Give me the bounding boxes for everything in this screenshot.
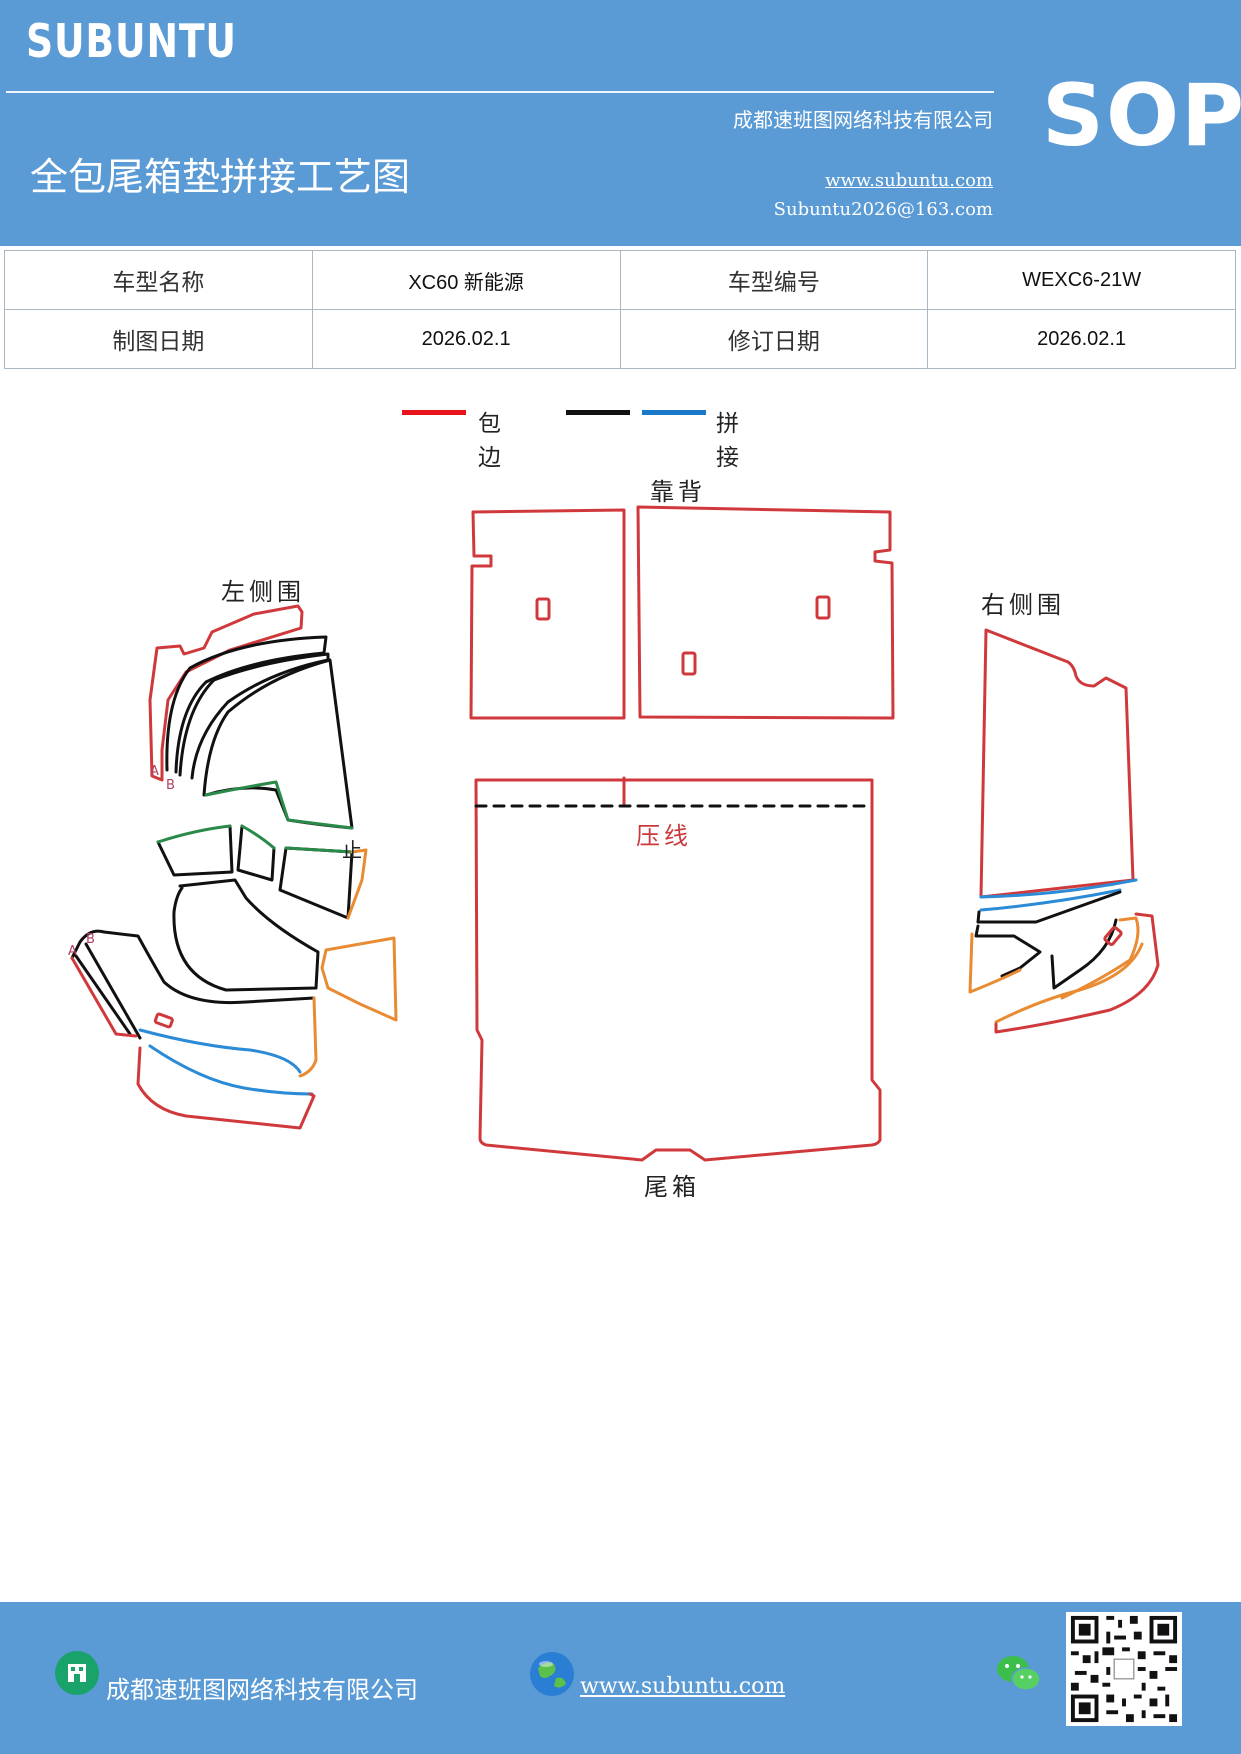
mark-a-upper: A <box>150 764 159 779</box>
right-side-seam-black-3 <box>1050 918 1118 990</box>
footer-website-link[interactable]: www.subuntu.com <box>580 1674 786 1699</box>
right-side-slot <box>1103 925 1123 947</box>
legend-swatch-red <box>402 410 466 415</box>
mark-b-upper: B <box>166 778 175 793</box>
backrest-right-panel <box>636 505 895 720</box>
left-side-black-arc <box>165 635 328 774</box>
left-side-label: 左侧围 <box>221 578 305 606</box>
left-side-mid-green-1 <box>156 824 232 844</box>
left-side-mid-orange <box>346 848 368 920</box>
wechat-icon <box>997 1656 1041 1691</box>
crease-label: 压线 <box>636 822 692 850</box>
table-row: 制图日期 2026.02.1 修订日期 2026.02.1 <box>4 309 1236 369</box>
footer-banner: 成都速班图网络科技有限公司 www.subuntu.com <box>0 1602 1241 1754</box>
right-side-lower-orange-2 <box>1060 916 1140 1000</box>
left-side-slot <box>153 1012 174 1029</box>
right-side-seam-blue-2 <box>979 888 1122 912</box>
table-row: 车型名称 XC60 新能源 车型编号 WEXC6-21W <box>4 250 1236 310</box>
left-side-lower-blue <box>138 1028 302 1074</box>
legend-label-seam: 拼接 <box>716 411 739 471</box>
model-name-label: 车型名称 <box>4 250 313 310</box>
legend-label-edge: 包边 <box>478 411 501 471</box>
right-side-label: 右侧围 <box>981 591 1065 619</box>
stop-mark: 止 <box>342 838 366 862</box>
backrest-slot <box>815 595 831 620</box>
right-side-seam-blue <box>979 878 1138 899</box>
trunk-label: 尾箱 <box>644 1173 700 1201</box>
right-side-upper <box>979 628 1135 899</box>
right-side-seam-black <box>976 890 1122 924</box>
mark-a-lower: A <box>68 944 77 959</box>
right-side-lower-orange-3 <box>994 942 1144 1024</box>
left-side-orange-trapezoid <box>320 936 398 1022</box>
left-side-lower-strip-black-3 <box>74 954 132 1036</box>
trunk-floor-panel <box>474 778 882 1162</box>
left-side-lower-strip-black <box>70 929 316 1005</box>
mark-b-lower: B <box>86 932 95 947</box>
qr-code-pattern <box>1067 1612 1181 1726</box>
revision-date-value: 2026.02.1 <box>927 309 1236 369</box>
left-side-mid-piece-2 <box>236 824 276 882</box>
header-divider <box>6 91 994 93</box>
left-side-bottom-red <box>136 1046 316 1130</box>
model-code-label: 车型编号 <box>619 250 929 310</box>
drawing-date-value: 2026.02.1 <box>311 309 621 369</box>
left-side-mid-green-2 <box>240 824 276 850</box>
left-side-lower-blue-2 <box>148 1044 314 1096</box>
model-name-value: XC60 新能源 <box>311 250 621 310</box>
revision-date-label: 修订日期 <box>619 309 929 369</box>
vehicle-info-table: 车型名称 XC60 新能源 车型编号 WEXC6-21W 制图日期 2026.0… <box>4 250 1236 369</box>
building-icon <box>55 1651 99 1695</box>
cutting-diagram <box>70 505 1160 1162</box>
footer-company: 成都速班图网络科技有限公司 <box>106 1676 418 1704</box>
brand-logo: SUBUNTU <box>26 14 237 68</box>
website-link[interactable]: www.subuntu.com <box>825 170 993 191</box>
left-side-outer-red <box>148 604 304 782</box>
page-title: 全包尾箱垫拼接工艺图 <box>30 155 411 199</box>
left-side-mid-piece-1 <box>156 824 234 877</box>
backrest-slot <box>535 597 551 621</box>
sop-badge: SOP <box>1042 66 1241 166</box>
right-side-seam-black-2 <box>974 924 1042 978</box>
left-side-green <box>204 780 354 830</box>
qr-code[interactable] <box>1066 1612 1182 1726</box>
right-side-lower-red <box>994 912 1160 1034</box>
backrest-label: 靠背 <box>650 478 706 506</box>
drawing-date-label: 制图日期 <box>4 309 313 369</box>
left-side-black-arc-2 <box>178 652 330 780</box>
left-side-lower-orange <box>298 996 318 1078</box>
legend-swatch-black <box>566 410 630 415</box>
email-address: Subuntu2026@163.com <box>773 199 993 220</box>
right-side-lower-orange <box>968 932 1022 994</box>
left-side-lower-strip-red <box>70 956 138 1038</box>
backrest-left-panel <box>469 508 626 720</box>
backrest-slot <box>681 651 697 676</box>
left-side-lower-strip-black-2 <box>84 942 142 1040</box>
company-name: 成都速班图网络科技有限公司 <box>733 108 993 132</box>
legend-swatch-blue <box>642 410 706 415</box>
model-code-value: WEXC6-21W <box>927 250 1236 310</box>
left-side-black-arc-3 <box>202 658 354 830</box>
globe-icon <box>530 1652 574 1696</box>
left-side-mid-green-3 <box>284 846 354 854</box>
header-banner: SUBUNTU 成都速班图网络科技有限公司 全包尾箱垫拼接工艺图 www.sub… <box>0 0 1241 246</box>
left-side-lower-black <box>172 878 320 992</box>
